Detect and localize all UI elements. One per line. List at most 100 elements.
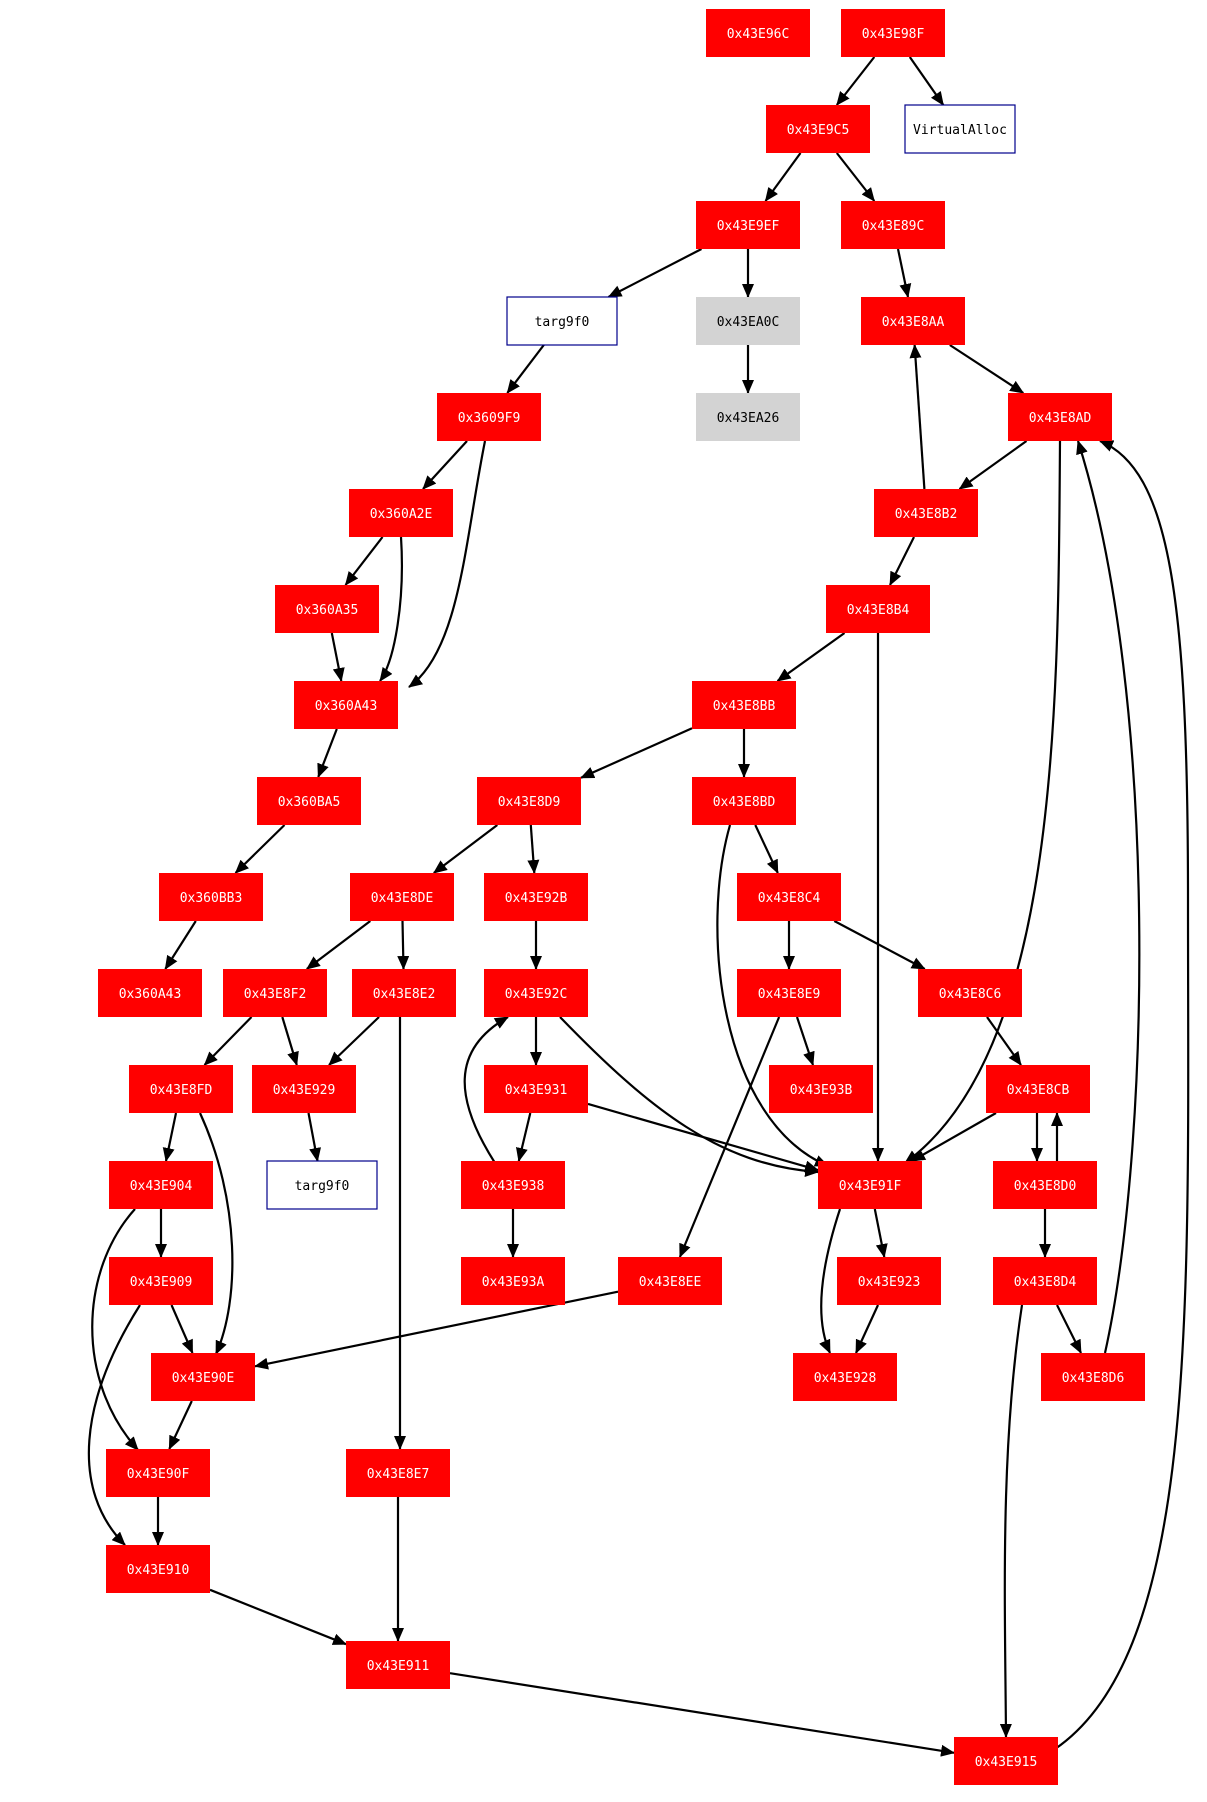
edge-43E8D4-to-43E8D6: [1056, 1304, 1082, 1354]
graph-node-0x43e8de[interactable]: 0x43E8DE: [350, 873, 454, 921]
graph-node-0x43e9ef[interactable]: 0x43E9EF: [696, 201, 800, 249]
graph-node-0x43ea26[interactable]: 0x43EA26: [696, 393, 800, 441]
edge-43E909-to-43E90E: [170, 1304, 194, 1354]
graph-node-targ9f0[interactable]: targ9f0: [506, 296, 618, 346]
graph-node-0x43e90e[interactable]: 0x43E90E: [151, 1353, 255, 1401]
node-label: 0x360A35: [296, 603, 359, 618]
nodes-layer: 0x43E96C 0x43E98F VirtualAlloc 0x43E9C5 0x43…: [98, 9, 1145, 1785]
node-box: [346, 1449, 450, 1497]
graph-node-0x360a35[interactable]: 0x360A35: [275, 585, 379, 633]
edge-43E8C4-to-43E8C6: [833, 920, 926, 970]
edge-43E9C5-to-43E9EF: [764, 152, 802, 202]
graph-node-0x43e92c[interactable]: 0x43E92C: [484, 969, 588, 1017]
graph-node-0x3609f9[interactable]: 0x3609F9: [437, 393, 541, 441]
edge-43E904-to-43E90F: [91, 1208, 139, 1451]
graph-node-0x43e8e2[interactable]: 0x43E8E2: [352, 969, 456, 1017]
graph-node-0x360a43[interactable]: 0x360A43: [98, 969, 202, 1017]
graph-node-0x43e915[interactable]: 0x43E915: [954, 1737, 1058, 1785]
graph-node-0x43e910[interactable]: 0x43E910: [106, 1545, 210, 1593]
node-label: 0x43E8B4: [847, 603, 910, 618]
graph-node-0x43e904[interactable]: 0x43E904: [109, 1161, 213, 1209]
node-label: 0x43E8B2: [895, 507, 958, 522]
edge-43E8F2-to-43E929: [281, 1016, 299, 1066]
graph-node-0x43e929[interactable]: 0x43E929: [252, 1065, 356, 1113]
node-label: 0x43E8C6: [939, 987, 1002, 1002]
edge-43E8B4-to-43E8BB: [776, 632, 846, 682]
edge-43E90E-to-43E90F: [168, 1400, 193, 1450]
node-box: [837, 1257, 941, 1305]
edge-43E8E9-to-43E8EE: [678, 1016, 781, 1258]
node-label: 0x43E8AD: [1029, 411, 1092, 426]
node-label: 0x43E8D0: [1014, 1179, 1077, 1194]
node-box: [109, 1257, 213, 1305]
graph-node-0x43e8c6[interactable]: 0x43E8C6: [918, 969, 1022, 1017]
node-label: 0x43E923: [858, 1275, 921, 1290]
node-box: [350, 873, 454, 921]
graph-node-0x360bb3[interactable]: 0x360BB3: [159, 873, 263, 921]
graph-node-0x43e89c[interactable]: 0x43E89C: [841, 201, 945, 249]
node-box: [696, 201, 800, 249]
graph-node-0x43e911[interactable]: 0x43E911: [346, 1641, 450, 1689]
graph-node-0x360a43[interactable]: 0x360A43: [294, 681, 398, 729]
node-box: [352, 969, 456, 1017]
graph-node-0x43e8ad[interactable]: 0x43E8AD: [1008, 393, 1112, 441]
graph-node-0x43e8e7[interactable]: 0x43E8E7: [346, 1449, 450, 1497]
node-label: 0x43E8E2: [373, 987, 436, 1002]
node-label: 0x43E915: [975, 1755, 1038, 1770]
graph-node-0x43e8d9[interactable]: 0x43E8D9: [477, 777, 581, 825]
graph-node-0x43e93a[interactable]: 0x43E93A: [461, 1257, 565, 1305]
node-box: [1008, 393, 1112, 441]
graph-node-0x43e91f[interactable]: 0x43E91F: [818, 1161, 922, 1209]
node-box: [769, 1065, 873, 1113]
graph-node-0x43ea0c[interactable]: 0x43EA0C: [696, 297, 800, 345]
graph-node-virtualalloc[interactable]: VirtualAlloc: [904, 104, 1016, 154]
graph-node-0x43e8e9[interactable]: 0x43E8E9: [737, 969, 841, 1017]
graph-node-0x43e938[interactable]: 0x43E938: [461, 1161, 565, 1209]
node-label: 0x43E8E9: [758, 987, 821, 1002]
graph-node-0x43e90f[interactable]: 0x43E90F: [106, 1449, 210, 1497]
graph-node-0x43e8bd[interactable]: 0x43E8BD: [692, 777, 796, 825]
graph-node-0x360ba5[interactable]: 0x360BA5: [257, 777, 361, 825]
node-box: [861, 297, 965, 345]
graph-node-0x43e8bb[interactable]: 0x43E8BB: [692, 681, 796, 729]
graph-node-0x43e8b4[interactable]: 0x43E8B4: [826, 585, 930, 633]
node-label: 0x43E8E7: [367, 1467, 430, 1482]
graph-node-0x43e8d6[interactable]: 0x43E8D6: [1041, 1353, 1145, 1401]
graph-node-0x43e928[interactable]: 0x43E928: [793, 1353, 897, 1401]
node-label: 0x360BB3: [180, 891, 243, 906]
graph-node-0x43e923[interactable]: 0x43E923: [837, 1257, 941, 1305]
graph-node-0x43e8ee[interactable]: 0x43E8EE: [618, 1257, 722, 1305]
edge-43E8BD-to-43E91F: [716, 824, 829, 1168]
node-label: 0x43E931: [505, 1083, 568, 1098]
graph-node-0x43e8aa[interactable]: 0x43E8AA: [861, 297, 965, 345]
graph-node-0x43e8c4[interactable]: 0x43E8C4: [737, 873, 841, 921]
graph-node-0x43e92b[interactable]: 0x43E92B: [484, 873, 588, 921]
graph-node-0x43e8f2[interactable]: 0x43E8F2: [223, 969, 327, 1017]
edge-43E8D4-to-43E915: [999, 1304, 1024, 1738]
node-box: [98, 969, 202, 1017]
node-box: [986, 1065, 1090, 1113]
graph-node-0x43e98f[interactable]: 0x43E98F: [841, 9, 945, 57]
graph-node-0x43e8cb[interactable]: 0x43E8CB: [986, 1065, 1090, 1113]
graph-node-0x360a2e[interactable]: 0x360A2E: [349, 489, 453, 537]
edge-43E8D9-to-43E92B: [527, 824, 540, 874]
graph-node-0x43e8fd[interactable]: 0x43E8FD: [129, 1065, 233, 1113]
node-label: 0x43E93B: [790, 1083, 853, 1098]
node-box: [737, 969, 841, 1017]
graph-node-targ9f0[interactable]: targ9f0: [266, 1160, 378, 1210]
graph-node-0x43e93b[interactable]: 0x43E93B: [769, 1065, 873, 1113]
graph-node-0x43e8d4[interactable]: 0x43E8D4: [993, 1257, 1097, 1305]
graph-node-0x43e96c[interactable]: 0x43E96C: [706, 9, 810, 57]
graph-node-0x43e8b2[interactable]: 0x43E8B2: [874, 489, 978, 537]
node-label: 0x43E911: [367, 1659, 430, 1674]
edge-43E915-to-43E8AD: [1054, 439, 1190, 1750]
node-box: [266, 1160, 378, 1210]
node-box: [437, 393, 541, 441]
graph-node-0x43e8d0[interactable]: 0x43E8D0: [993, 1161, 1097, 1209]
graph-node-0x43e9c5[interactable]: 0x43E9C5: [766, 105, 870, 153]
node-box: [737, 873, 841, 921]
graph-node-0x43e931[interactable]: 0x43E931: [484, 1065, 588, 1113]
graph-node-0x43e909[interactable]: 0x43E909: [109, 1257, 213, 1305]
node-label: 0x43E8D4: [1014, 1275, 1077, 1290]
